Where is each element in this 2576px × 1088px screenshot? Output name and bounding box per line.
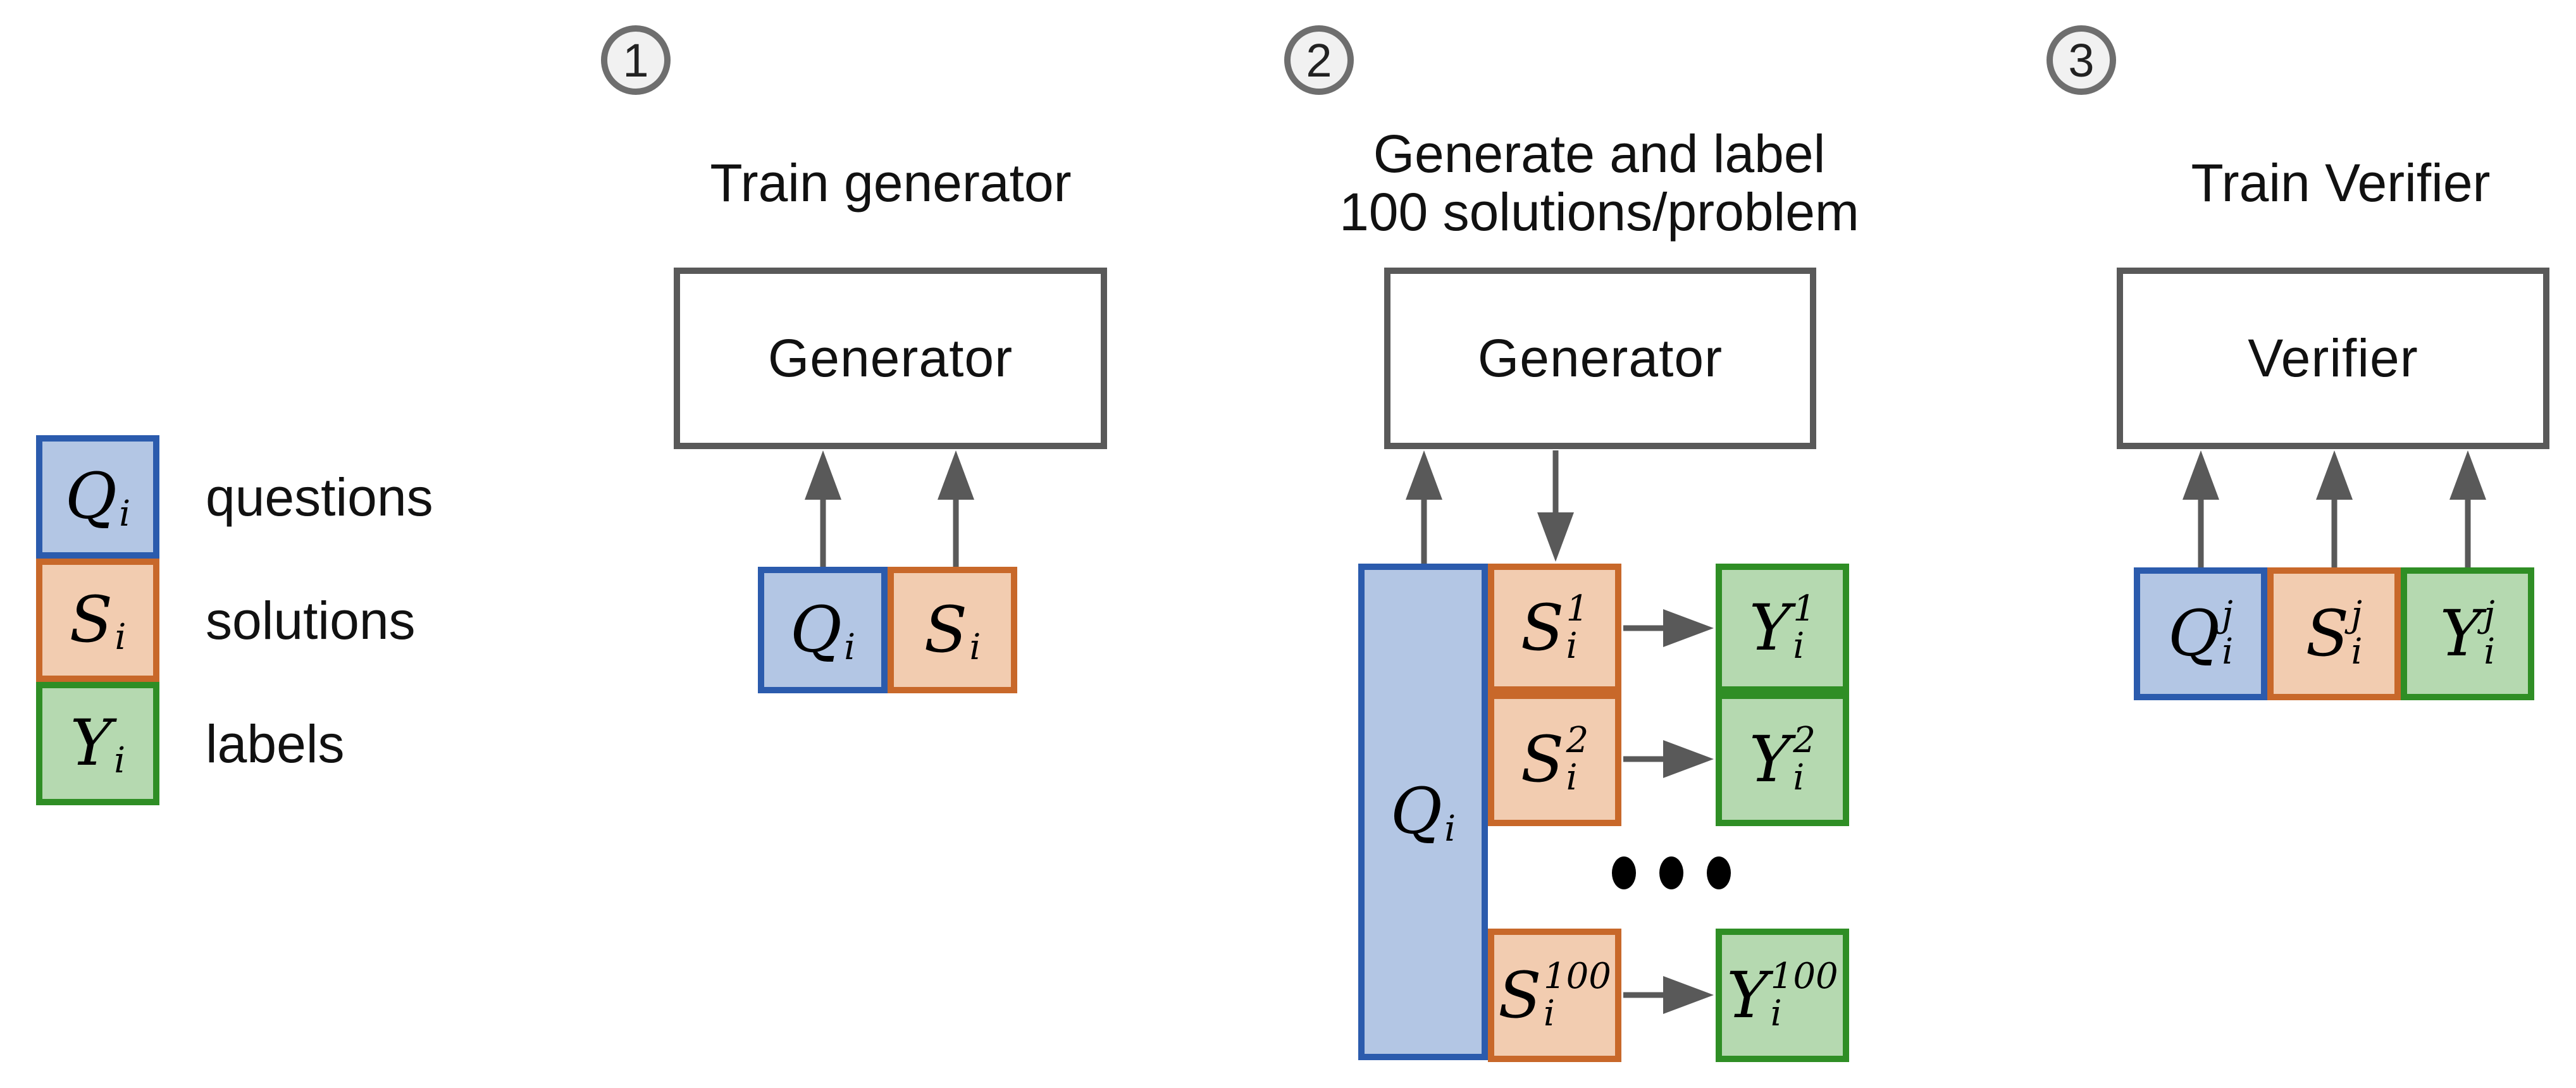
right-arrow-icon bbox=[1623, 740, 1714, 778]
stage3-number: 3 bbox=[2068, 34, 2095, 87]
dot bbox=[1659, 856, 1683, 889]
stage3-title: Train Verifier bbox=[2191, 153, 2491, 213]
stage3-verifier-box: Verifier bbox=[2117, 268, 2549, 449]
up-arrow-icon bbox=[2449, 450, 2486, 569]
stage2-number-badge: 2 bbox=[1284, 25, 1354, 95]
stage1-number: 1 bbox=[622, 34, 649, 87]
up-arrow-icon bbox=[2316, 450, 2353, 569]
stage2-generator-label: Generator bbox=[1477, 328, 1723, 388]
legend-label-questions: questions bbox=[206, 467, 433, 527]
stage2-generator-box: Generator bbox=[1384, 268, 1816, 449]
stage1-generator-box: Generator bbox=[674, 268, 1107, 449]
stage2-title: Generate and label 100 solutions/problem bbox=[1283, 125, 1916, 241]
stage3-number-badge: 3 bbox=[2047, 25, 2116, 95]
dot bbox=[1612, 856, 1636, 889]
stage3-verifier-label: Verifier bbox=[2248, 328, 2418, 388]
stage2-number: 2 bbox=[1306, 34, 1332, 87]
up-arrow-icon bbox=[805, 450, 841, 569]
ellipsis-icon bbox=[1612, 856, 1731, 889]
dot bbox=[1707, 856, 1731, 889]
legend-label-solutions: solutions bbox=[206, 590, 416, 650]
stage2-title-line1: Generate and label bbox=[1373, 124, 1826, 183]
legend-label-labels: labels bbox=[206, 714, 345, 774]
right-arrow-icon bbox=[1623, 976, 1714, 1014]
up-arrow-icon bbox=[2183, 450, 2219, 569]
stage1-title: Train generator bbox=[710, 153, 1072, 213]
up-arrow-icon bbox=[1406, 450, 1442, 566]
stage1-number-badge: 1 bbox=[601, 25, 671, 95]
down-arrow-icon bbox=[1537, 450, 1574, 562]
right-arrow-icon bbox=[1623, 609, 1714, 647]
stage1-generator-label: Generator bbox=[767, 328, 1013, 388]
stage2-title-line2: 100 solutions/problem bbox=[1339, 182, 1859, 242]
up-arrow-icon bbox=[938, 450, 974, 569]
